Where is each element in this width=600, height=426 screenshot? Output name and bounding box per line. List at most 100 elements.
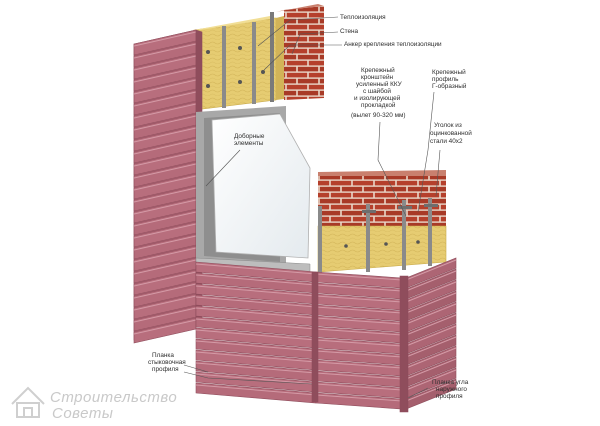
svg-text:Планка: Планка: [152, 352, 174, 359]
siding-highlight: [133, 67, 197, 83]
siding-highlight: [133, 103, 197, 119]
siding-highlight: [405, 336, 457, 358]
svg-text:и изолирующей: и изолирующей: [354, 94, 401, 102]
siding-highlight: [133, 295, 197, 311]
siding-highlight: [133, 43, 197, 59]
siding-highlight: [315, 328, 403, 336]
left-siding-panel: [133, 29, 203, 344]
siding-highlight: [405, 292, 457, 314]
upper-insulation: [193, 17, 277, 111]
watermark: Строительство Советы: [11, 386, 177, 422]
label-profile: Крепежный профиль Г-образный: [432, 68, 467, 90]
siding-highlight: [133, 175, 197, 191]
siding-highlight: [315, 284, 403, 292]
siding-highlight: [315, 394, 403, 402]
right-profile-3: [428, 198, 432, 266]
label-corner-strip: Планка угла наружного профиля: [432, 379, 469, 400]
siding-highlight: [315, 306, 403, 314]
siding-highlight: [315, 383, 403, 391]
upper-profile-3: [270, 12, 274, 102]
siding-highlight: [405, 281, 457, 303]
svg-text:Крепежный: Крепежный: [361, 66, 395, 74]
siding-highlight: [195, 351, 317, 363]
siding-highlight: [195, 318, 317, 330]
label-angle: Уголок из оцинкованной стали 40х2: [430, 122, 472, 145]
right-profile-1: [366, 204, 370, 272]
siding-highlight: [405, 369, 457, 391]
siding-highlight: [133, 91, 197, 107]
label-wall: Стена: [340, 28, 359, 35]
siding-highlight: [405, 380, 457, 402]
label-bracket: Крепежный кронштейн усиленный ККУ с шайб…: [351, 66, 405, 119]
siding-highlight: [195, 307, 317, 319]
svg-text:профиль: профиль: [432, 76, 459, 83]
svg-text:стали 40х2: стали 40х2: [430, 138, 463, 145]
svg-text:Доборные: Доборные: [234, 132, 265, 140]
siding-highlight: [405, 347, 457, 369]
svg-text:профиля: профиля: [152, 366, 179, 373]
siding-highlight: [133, 319, 197, 335]
svg-text:элементы: элементы: [234, 140, 264, 147]
siding-highlight: [195, 362, 317, 374]
siding-highlight: [133, 151, 197, 167]
siding-highlight: [133, 211, 197, 227]
right-brick-wall: [318, 176, 446, 232]
siding-highlight: [133, 127, 197, 143]
siding-highlight: [315, 273, 403, 281]
label-joint-strip: Планка стыковочная профиля: [148, 352, 186, 373]
siding-highlight: [133, 283, 197, 299]
right-insulation: [317, 225, 447, 273]
siding-highlight: [133, 247, 197, 263]
anchor-dots: [206, 46, 265, 88]
siding-highlight: [315, 361, 403, 369]
siding-highlight: [133, 139, 197, 155]
siding-highlight: [133, 307, 197, 323]
siding-highlight: [405, 303, 457, 325]
siding-highlight: [405, 314, 457, 336]
right-profile-2: [402, 200, 406, 270]
watermark-line1: Строительство: [50, 389, 177, 406]
siding-highlight: [195, 373, 317, 385]
svg-text:Уголок из: Уголок из: [434, 122, 462, 129]
siding-highlight: [195, 285, 317, 297]
siding-highlight: [405, 325, 457, 347]
label-insulation: Теплоизоляция: [340, 14, 386, 21]
upper-brick-top: [276, 4, 324, 12]
siding-highlight: [133, 31, 197, 47]
label-anchor: Анкер крепления теплоизоляции: [344, 41, 442, 48]
window-glass: [211, 113, 311, 259]
siding-highlight: [195, 263, 317, 275]
siding-highlight: [133, 79, 197, 95]
siding-highlight: [133, 199, 197, 215]
siding-highlight: [195, 274, 317, 286]
siding-highlight: [195, 340, 317, 352]
siding-highlight: [315, 372, 403, 380]
svg-text:профиля: профиля: [436, 393, 463, 400]
lower-siding-panel: [195, 261, 317, 404]
svg-text:прокладкой: прокладкой: [361, 101, 396, 109]
right-siding-panel: [311, 257, 457, 413]
house-logo-icon: [11, 386, 45, 418]
svg-text:Планка угла: Планка угла: [432, 379, 469, 386]
siding-highlight: [133, 235, 197, 251]
svg-text:стыковочная: стыковочная: [148, 359, 186, 366]
siding-highlight: [195, 329, 317, 341]
siding-highlight: [133, 163, 197, 179]
right-profile-4: [318, 206, 322, 274]
siding-highlight: [133, 271, 197, 287]
siding-highlight: [405, 270, 457, 292]
upper-wall-block: [193, 4, 324, 111]
siding-highlight: [315, 350, 403, 358]
watermark-line2: Советы: [52, 405, 113, 422]
siding-highlight: [133, 115, 197, 131]
svg-text:с шайбой: с шайбой: [363, 87, 391, 95]
siding-highlight: [315, 295, 403, 303]
svg-text:усиленный ККУ: усиленный ККУ: [356, 80, 403, 88]
label-extra-elements: Доборные элементы: [234, 132, 265, 147]
right-wall-block: [317, 170, 447, 274]
siding-highlight: [315, 317, 403, 325]
siding-highlight: [133, 223, 197, 239]
siding-highlight: [405, 259, 457, 281]
